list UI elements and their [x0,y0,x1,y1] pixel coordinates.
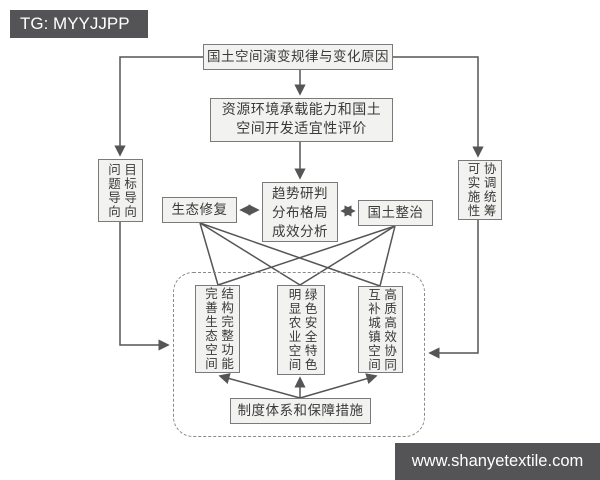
urban-space-col2: 高质高效协同 [382,287,397,372]
evaluation-box-line1: 资源环境承载能力和国土 [221,103,382,118]
arrow-institution-space1 [218,373,301,399]
watermark-top-left-text: TG: MYYJJPP [20,14,130,33]
institution-label: 制度体系和保障措施 [237,403,364,419]
left-guide-box: 问题导向 目标导向 [98,159,143,222]
arrow-top-to-right-guide [393,56,484,158]
urban-space-box: 互补城镇空间 高质高效协同 [358,286,403,373]
analysis-box: 趋势研判 分布格局 成效分析 [262,182,338,242]
line-land-space3 [379,225,396,287]
agricultural-space-col2: 绿色安全特色 [302,288,317,372]
analysis-box-line3: 成效分析 [272,223,328,239]
urban-space-col1: 互补城镇空间 [366,287,380,372]
line-eco-space2 [199,222,301,286]
line-land-space2 [299,225,396,286]
arrow-right-guide-to-container [428,220,479,359]
right-guide-col1: 可实施性 [465,162,480,218]
analysis-box-line1: 趋势研判 [272,185,328,201]
institution-box: 制度体系和保障措施 [230,398,371,424]
eco-restoration-label: 生态修复 [171,202,228,218]
evaluation-box: 资源环境承载能力和国土 空间开发适宜性评价 [210,98,393,142]
watermark-bottom-right-text: www.shanyetextile.com [411,452,584,470]
spatial-pattern-container [173,272,425,437]
top-box: 国土空间演变规律与变化原因 [203,44,393,70]
arrow-institution-space3 [299,373,378,399]
left-guide-col2: 目标导向 [122,162,137,219]
line-land-space1 [217,225,396,286]
agricultural-space-col1: 明显农业空间 [286,288,301,372]
arrow-left-guide-to-container [119,222,170,351]
right-guide-col2: 协调统筹 [481,162,496,218]
evaluation-box-line2: 空间开发适宜性评价 [236,122,367,137]
watermark-bottom-right: www.shanyetextile.com [395,443,600,480]
analysis-box-line2: 分布格局 [272,204,328,220]
left-guide-col1: 问题导向 [106,162,120,219]
line-eco-space3 [199,222,381,287]
watermark-top-left: TG: MYYJJPP [10,10,148,38]
arrow-top-to-left-guide [114,56,203,157]
line-eco-space1 [199,222,219,286]
ecological-space-box: 完善生态空间 结构完整功能 [195,285,240,373]
land-consolidation-box: 国土整治 [358,200,433,226]
ecological-space-col2: 结构完整功能 [219,287,234,371]
eco-restoration-box: 生态修复 [162,197,237,223]
land-consolidation-label: 国土整治 [367,205,424,221]
agricultural-space-box: 明显农业空间 绿色安全特色 [277,285,325,375]
top-box-label: 国土空间演变规律与变化原因 [207,49,389,65]
ecological-space-col1: 完善生态空间 [203,287,217,371]
right-guide-box: 可实施性 协调统筹 [458,160,502,220]
